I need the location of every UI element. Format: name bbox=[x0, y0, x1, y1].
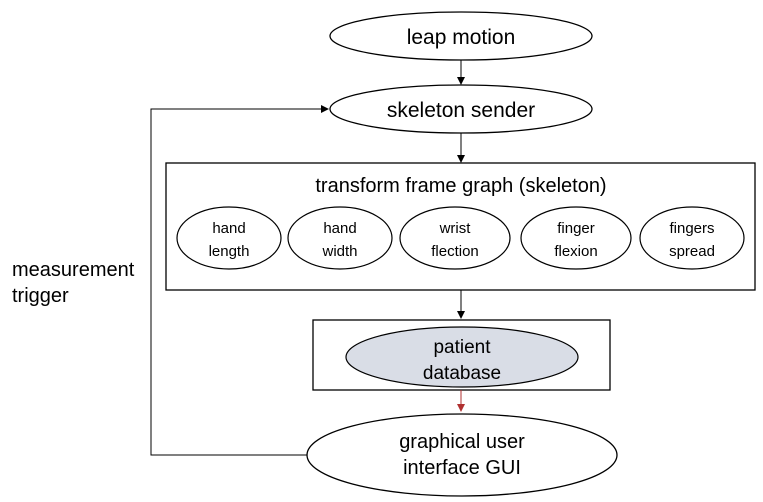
measurement-label-line1: hand bbox=[323, 220, 356, 237]
side-label-line1: measurement bbox=[12, 259, 135, 281]
skeleton-sender-label: skeleton sender bbox=[387, 99, 535, 122]
patient-database-line1: patient bbox=[433, 337, 491, 358]
leap-motion-node: leap motion bbox=[329, 11, 593, 61]
transform-box-title: transform frame graph (skeleton) bbox=[315, 175, 606, 197]
measurement-label-line2: width bbox=[321, 243, 357, 260]
measurement-wrist-flection: wrist flection bbox=[399, 206, 511, 270]
measurement-hand-length: hand length bbox=[176, 206, 282, 270]
measurement-label-line2: flexion bbox=[554, 243, 597, 260]
gui-label-line2: interface GUI bbox=[403, 457, 521, 479]
measurement-finger-flexion: finger flexion bbox=[520, 206, 632, 270]
gui-node: graphical user interface GUI bbox=[306, 413, 618, 497]
feedback-loop-arrow bbox=[150, 105, 329, 456]
measurement-label-line1: wrist bbox=[439, 220, 472, 237]
measurement-label-line2: length bbox=[209, 243, 250, 260]
measurement-hand-width: hand width bbox=[287, 206, 393, 270]
gui-label-line1: graphical user bbox=[399, 431, 525, 453]
measurement-label-line2: flection bbox=[431, 243, 479, 260]
measurement-label-line1: fingers bbox=[669, 220, 714, 237]
measurement-fingers-spread: fingers spread bbox=[639, 206, 745, 270]
skeleton-sender-node: skeleton sender bbox=[329, 84, 593, 134]
database-box: patient database bbox=[312, 319, 611, 391]
measurement-label-line1: hand bbox=[212, 220, 245, 237]
patient-database-line2: database bbox=[423, 363, 501, 384]
measurement-label-line2: spread bbox=[669, 243, 715, 260]
leap-motion-label: leap motion bbox=[407, 26, 516, 49]
patient-database-node bbox=[345, 326, 579, 388]
measurement-trigger-label: measurement trigger bbox=[12, 259, 135, 307]
measurement-label-line1: finger bbox=[557, 220, 595, 237]
side-label-line2: trigger bbox=[12, 285, 69, 307]
